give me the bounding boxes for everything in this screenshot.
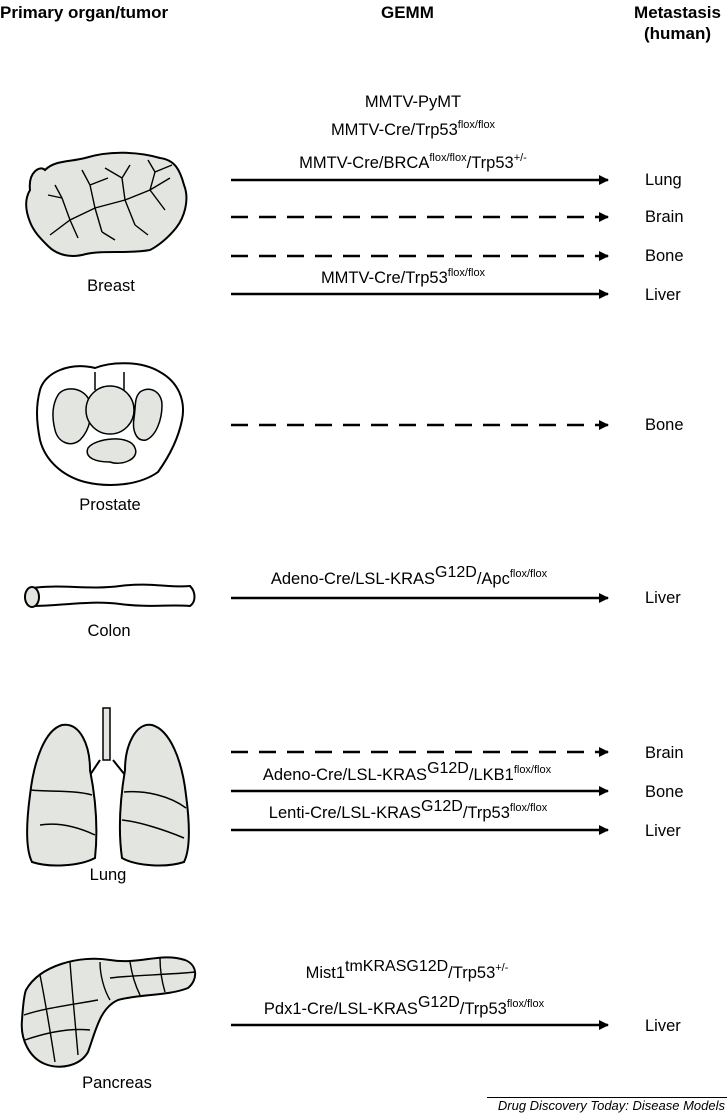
lung-illustration xyxy=(26,707,190,867)
site-breast-bone: Bone xyxy=(645,247,684,265)
model-label-lung-2: Lenti-Cre/LSL-KRASG12D/Trp53flox/flox xyxy=(268,798,548,822)
model-label-colon-1: Adeno-Cre/LSL-KRASG12D/Apcflox/flox xyxy=(270,564,548,588)
model-label-pancreas-1: Mist1tmKRASG12D/Trp53+/- xyxy=(305,958,509,982)
site-prostate-bone: Bone xyxy=(645,416,684,434)
site-breast-brain: Brain xyxy=(645,208,684,226)
footer-source: Drug Discovery Today: Disease Models xyxy=(497,1098,725,1113)
model-label-pancreas-2: Pdx1-Cre/LSL-KRASG12D/Trp53flox/flox xyxy=(263,994,545,1018)
site-pancreas-liver: Liver xyxy=(645,1017,681,1035)
model-label-breast-2: MMTV-Cre/Trp53flox/flox xyxy=(330,119,496,139)
organ-label-colon: Colon xyxy=(87,622,131,640)
header-metastasis: Metastasis (human) xyxy=(628,2,727,44)
model-label-breast-1: MMTV-PyMT xyxy=(364,93,462,111)
model-label-breast-4: MMTV-Cre/Trp53flox/flox xyxy=(320,267,486,287)
pancreas-illustration xyxy=(20,956,197,1068)
site-lung-liver: Liver xyxy=(645,822,681,840)
site-colon-liver: Liver xyxy=(645,589,681,607)
header-primary-organ: Primary organ/tumor xyxy=(0,3,169,22)
organ-label-lung: Lung xyxy=(89,866,127,884)
organ-label-pancreas: Pancreas xyxy=(82,1074,152,1092)
breast-illustration xyxy=(25,151,188,257)
footer-rule xyxy=(487,1097,727,1098)
header-metastasis-line2: (human) xyxy=(643,24,712,43)
organ-label-prostate: Prostate xyxy=(79,496,141,514)
header-gemm: GEMM xyxy=(381,3,434,22)
site-lung-brain: Brain xyxy=(645,744,684,762)
arrows xyxy=(231,175,609,1030)
site-breast-liver: Liver xyxy=(645,286,681,304)
prostate-illustration xyxy=(36,362,184,486)
model-label-lung-1: Adeno-Cre/LSL-KRASG12D/LKB1flox/flox xyxy=(262,760,552,784)
organ-label-breast: Breast xyxy=(87,277,135,295)
header-metastasis-line1: Metastasis xyxy=(634,3,721,22)
colon-illustration xyxy=(24,583,196,608)
site-lung-bone: Bone xyxy=(645,783,684,801)
site-breast-lung: Lung xyxy=(645,171,682,189)
model-label-breast-3: MMTV-Cre/BRCAflox/flox/Trp53+/- xyxy=(299,152,527,172)
